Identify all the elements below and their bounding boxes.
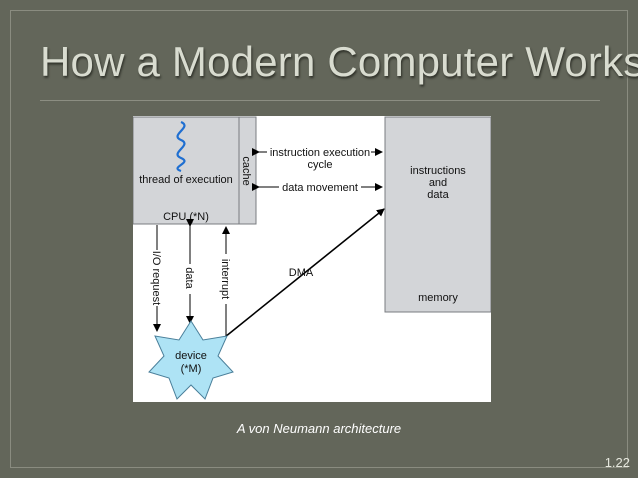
io-request-label: I/O request [150, 251, 162, 305]
dma-arrow [217, 208, 385, 345]
memory-content-line-1: instructions [410, 165, 466, 177]
memory-label: memory [418, 292, 458, 304]
memory-box [384, 116, 491, 313]
device-label-2: (*M) [181, 363, 202, 375]
diagram-caption: A von Neumann architecture [236, 421, 402, 436]
page-number: 1.22 [604, 455, 630, 470]
thread-wave-icon [176, 120, 186, 173]
slide-frame [10, 10, 628, 468]
instruction-cycle-label-1: instruction execution [270, 147, 370, 159]
memory-content-line-3: data [427, 189, 449, 201]
thread-label: thread of execution [139, 174, 233, 186]
memory-content-line-2: and [429, 177, 447, 189]
interrupt-label: interrupt [219, 259, 231, 299]
cache-label: cache [240, 156, 252, 185]
device-star [148, 320, 234, 400]
instruction-cycle-label-2: cycle [307, 159, 332, 171]
device-label-1: device [175, 350, 207, 362]
data-movement-label: data movement [282, 182, 358, 194]
dma-label: DMA [289, 267, 314, 279]
slide-title: How a Modern Computer Works [40, 38, 638, 85]
data-label: data [183, 267, 195, 289]
cpu-box [133, 116, 240, 225]
cpu-label: CPU (*N) [163, 211, 209, 223]
diagram-canvas: cache thread of execution CPU (*N) instr… [133, 116, 491, 400]
title-divider [40, 100, 600, 101]
von-neumann-diagram: cache thread of execution CPU (*N) instr… [133, 116, 491, 402]
